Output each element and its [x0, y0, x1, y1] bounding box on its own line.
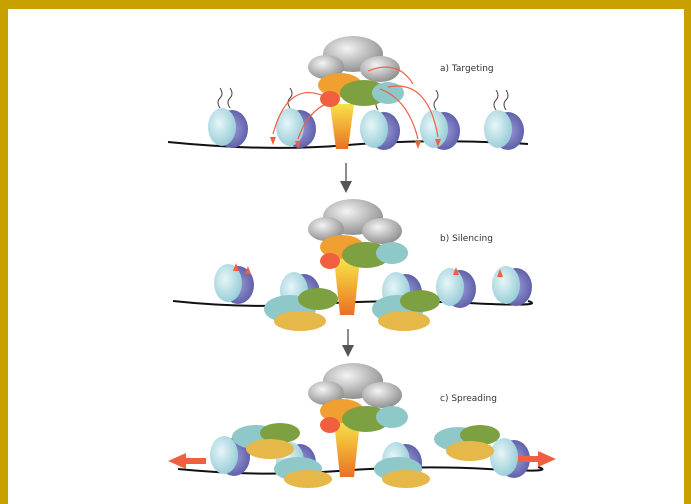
nucleosome — [484, 90, 524, 150]
step-arrow — [340, 163, 352, 193]
nucleosome — [208, 88, 248, 148]
panel-a-targeting: a) Targeting — [168, 36, 528, 150]
panel-label-c: c) Spreading — [440, 394, 497, 404]
panel-label-a: a) Targeting — [440, 64, 494, 74]
bound-proteins — [232, 423, 500, 488]
step-arrow — [342, 329, 354, 357]
panel-label-b: b) Silencing — [440, 234, 493, 244]
spreading-arrow-left — [168, 453, 206, 469]
chromatin-silencing-diagram: a) Targeting — [8, 9, 684, 504]
nucleosome — [276, 88, 316, 148]
panel-c-spreading: c) Spreading — [168, 363, 556, 488]
nucleosome — [492, 266, 532, 306]
panel-b-silencing: b) Silencing — [173, 199, 532, 331]
figure-frame: a) Targeting — [8, 9, 684, 504]
